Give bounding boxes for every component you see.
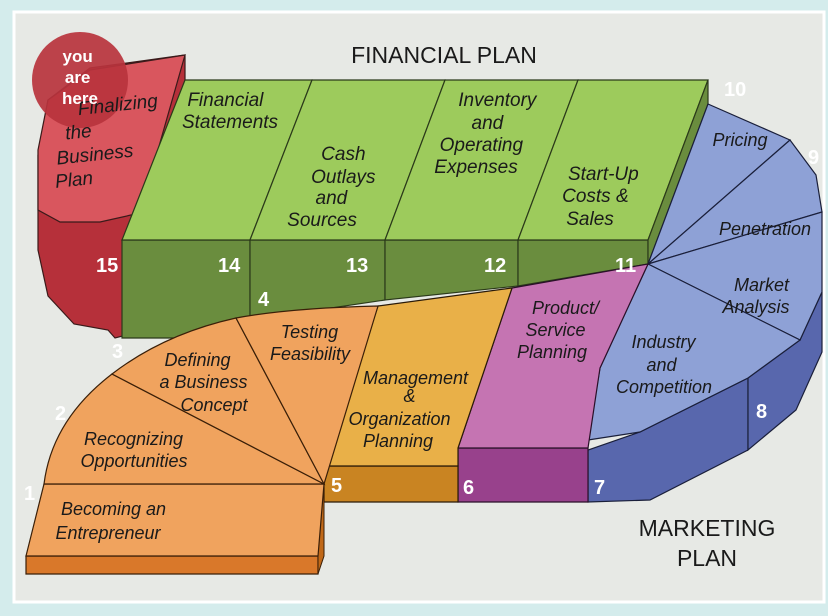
step-14-number: 14 — [218, 255, 241, 277]
step-7-number: 7 — [594, 477, 605, 499]
step-6-text: Product/ Service Planning — [517, 298, 604, 362]
step-8-number: 8 — [756, 401, 767, 423]
step-3-text: Defining a Business Concept — [159, 350, 252, 415]
step-5-text: Management & Organization Planning — [348, 368, 473, 451]
step-4-number: 4 — [258, 289, 270, 311]
segment-4-top — [235, 305, 379, 486]
step-1-text: Becoming an Entrepreneur — [55, 499, 171, 543]
segment-5-front — [323, 465, 459, 503]
step-1-number: 1 — [24, 483, 35, 505]
step-7-text: Industry and Competition — [616, 332, 712, 397]
step-9-text: Penetration — [719, 219, 811, 239]
marker-circle — [32, 32, 128, 128]
step-11-text: Start-Up Costs & Sales — [562, 164, 644, 230]
financial-plan-heading: FINANCIAL PLAN — [351, 42, 537, 68]
step-9-number: 9 — [808, 147, 819, 169]
marketing-plan-heading-line2: PLAN — [677, 545, 737, 571]
marketing-plan-block — [587, 103, 823, 503]
step-3-number: 3 — [112, 341, 123, 363]
step-10-number: 10 — [724, 79, 746, 101]
step-15-number: 15 — [96, 255, 118, 277]
marketing-plan-heading-line1: MARKETING — [639, 515, 776, 541]
step-13-text: Cash Outlays and Sources — [287, 144, 381, 231]
financial-plan-band — [121, 79, 709, 339]
step-4-text: Testing Feasibility — [270, 322, 351, 364]
step-10-text: Pricing — [712, 130, 767, 150]
segment-2-top — [43, 373, 325, 485]
segment-3-top — [110, 317, 326, 486]
step-14-text: Financial Statements — [182, 90, 279, 133]
step-11-number: 11 — [615, 255, 636, 277]
you-are-here-marker — [32, 32, 128, 128]
step-2-number: 2 — [55, 403, 66, 425]
segment-6-front — [457, 447, 589, 503]
step-8-text: Market Analysis — [721, 275, 794, 317]
step-13-number: 13 — [346, 255, 368, 277]
orange-fan — [25, 305, 379, 575]
you-are-here-text: you are here — [62, 47, 98, 108]
step-2-text: Recognizing Opportunities — [80, 429, 188, 471]
segment-5 — [323, 287, 513, 503]
step-6-number: 6 — [463, 477, 474, 499]
step-12-text: Inventory and Operating Expenses — [434, 90, 541, 178]
step-5-number: 5 — [331, 475, 342, 497]
step-12-number: 12 — [484, 255, 506, 277]
segment-1-front — [25, 555, 319, 575]
segment-1-top — [25, 483, 325, 557]
